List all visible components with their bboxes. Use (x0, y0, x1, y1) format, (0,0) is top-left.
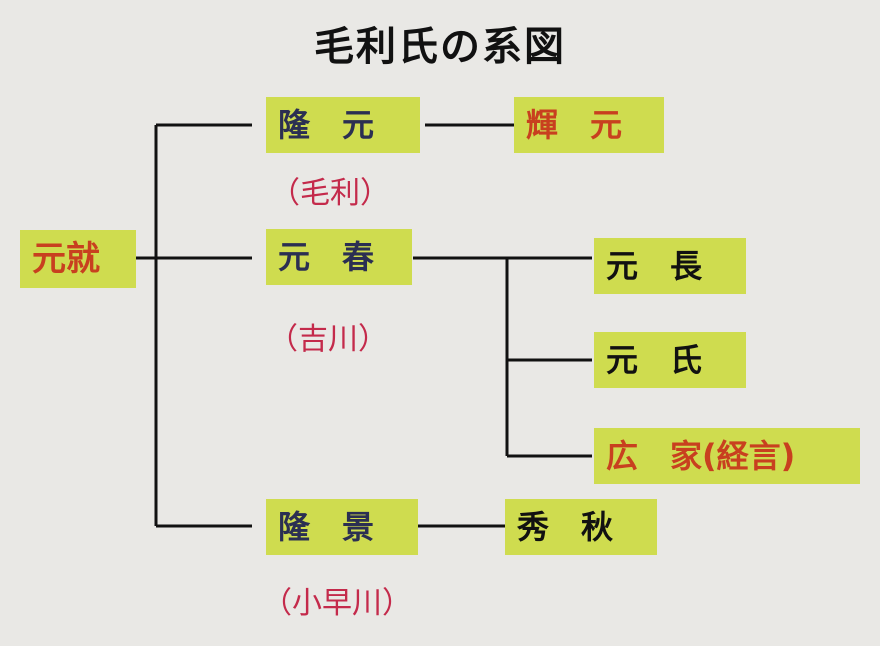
page-title: 毛利氏の系図 (314, 24, 566, 70)
clan-label-kobayakawa: （小早川） (262, 586, 412, 621)
node-motoharu: 元 春 (266, 229, 412, 285)
node-takamoto: 隆 元 (266, 97, 420, 153)
node-terumoto: 輝 元 (514, 97, 664, 153)
clan-label-mori: （毛利） (270, 176, 390, 211)
node-motonari: 元就 (20, 230, 136, 288)
node-hideaki: 秀 秋 (505, 499, 657, 555)
node-hiroie: 広 家(経言) (594, 428, 860, 484)
node-takakage: 隆 景 (266, 499, 418, 555)
clan-label-kikkawa: （吉川） (268, 322, 388, 357)
node-motouji: 元 氏 (594, 332, 746, 388)
node-motonaga: 元 長 (594, 238, 746, 294)
